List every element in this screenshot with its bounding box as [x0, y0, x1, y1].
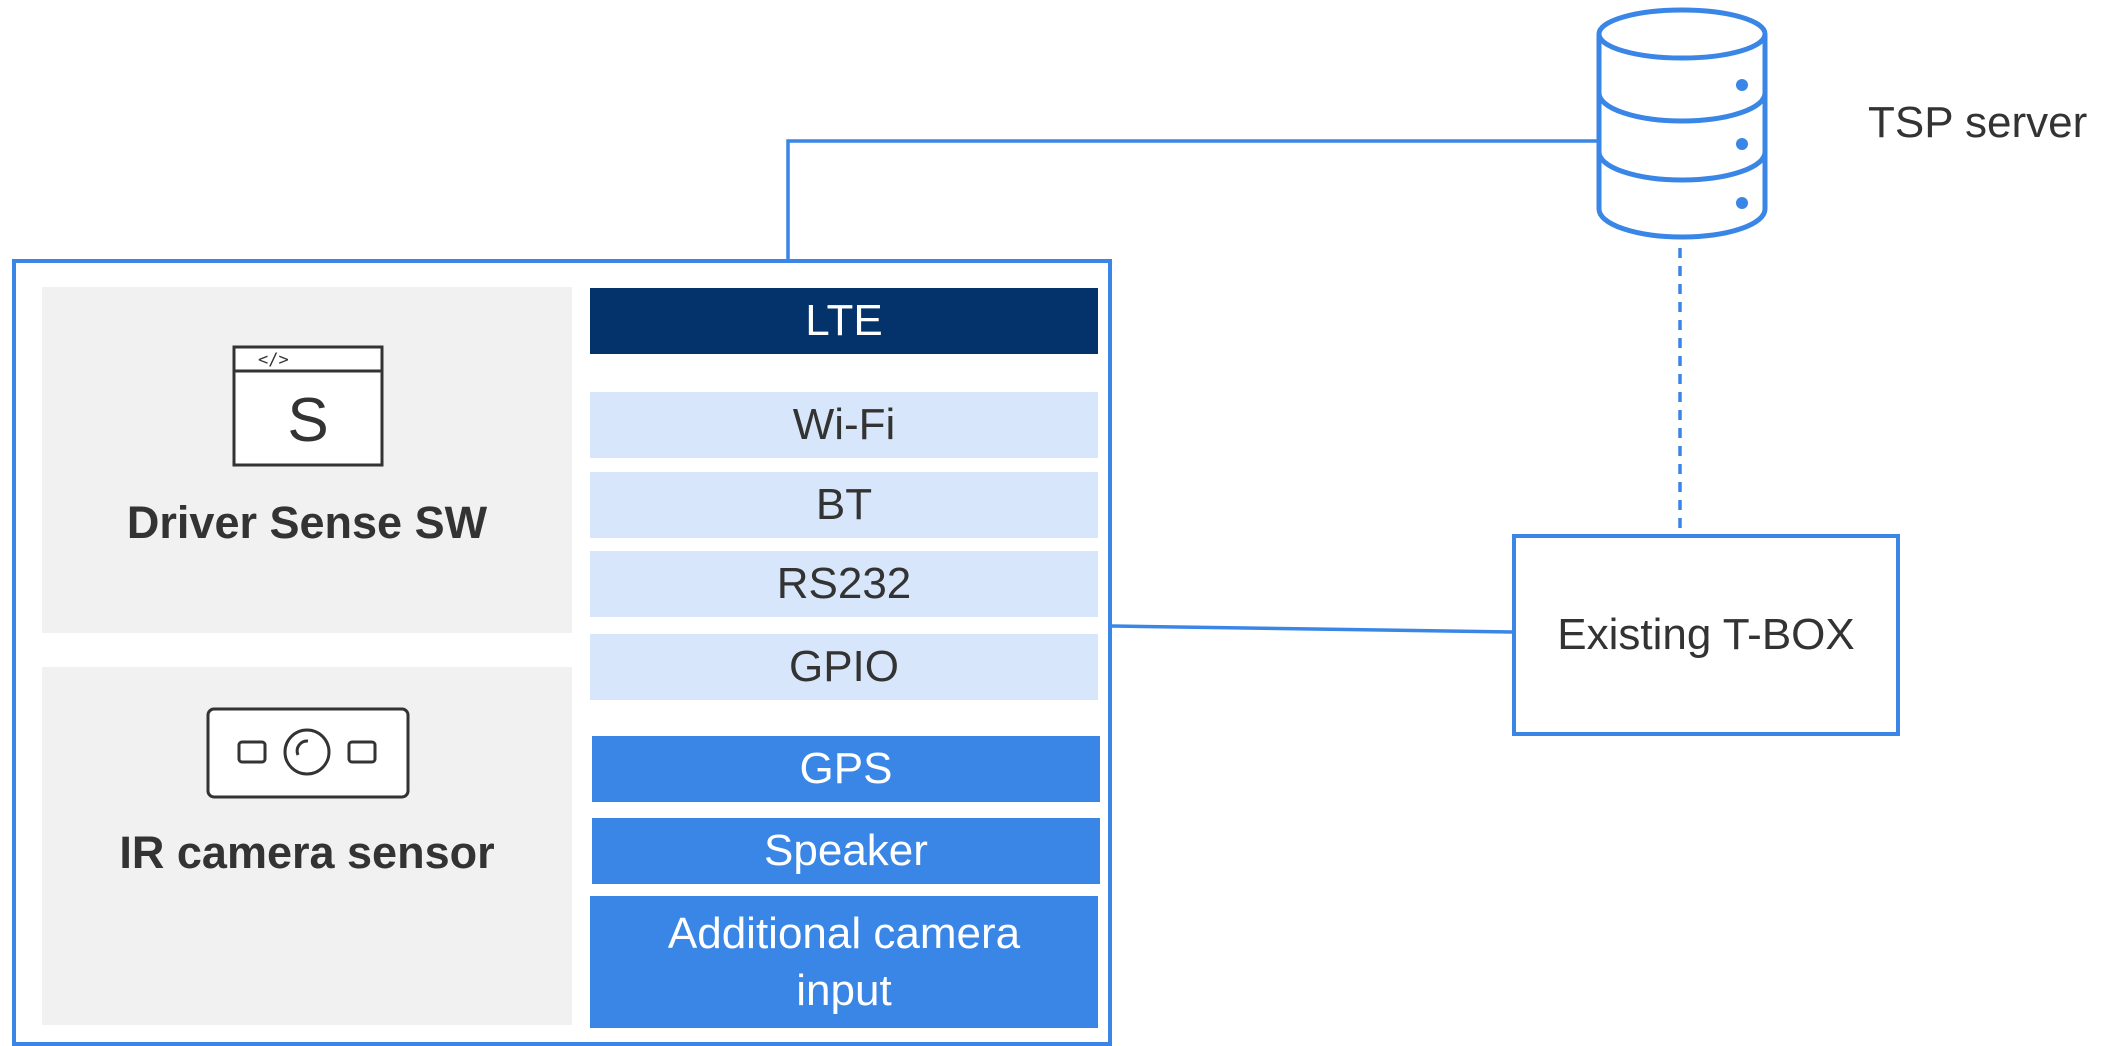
tsp-server-label: TSP server [1868, 98, 2088, 147]
lte-server-connection [786, 139, 1597, 259]
gpio-bar: GPIO [590, 634, 1098, 700]
tbox-connection [1111, 624, 1513, 634]
bt-label: BT [815, 480, 873, 530]
driver-sense-sw-panel: </> S Driver Sense SW [42, 287, 572, 633]
ir-camera-sensor-title: IR camera sensor [119, 827, 495, 878]
bt-bar: BT [590, 472, 1098, 538]
existing-tbox-box: Existing T-BOX [1512, 534, 1900, 736]
ir-camera-sensor-panel: IR camera sensor [42, 667, 572, 1025]
database-icon [1596, 7, 1768, 240]
additional-camera-input-bar: Additional camera input [590, 896, 1098, 1028]
additional-camera-input-label: Additional camera input [667, 908, 1021, 1015]
rs232-label: RS232 [776, 559, 912, 609]
software-window-icon: </> S [232, 345, 384, 467]
speaker-bar: Speaker [592, 818, 1100, 884]
wifi-bar: Wi-Fi [590, 392, 1098, 458]
gps-label: GPS [799, 744, 893, 794]
lte-label: LTE [805, 296, 883, 346]
tbox-label: Existing T-BOX [1557, 610, 1855, 659]
software-letter: S [287, 386, 328, 455]
wifi-label: Wi-Fi [792, 400, 896, 450]
rs232-bar: RS232 [590, 551, 1098, 617]
camera-icon [206, 707, 410, 799]
device-container [12, 259, 1112, 1046]
lte-bar: LTE [590, 288, 1098, 354]
gpio-label: GPIO [788, 642, 900, 692]
gps-bar: GPS [592, 736, 1100, 802]
code-tag-text: </> [258, 350, 289, 370]
driver-sense-sw-title: Driver Sense SW [126, 497, 488, 548]
speaker-label: Speaker [764, 826, 928, 876]
